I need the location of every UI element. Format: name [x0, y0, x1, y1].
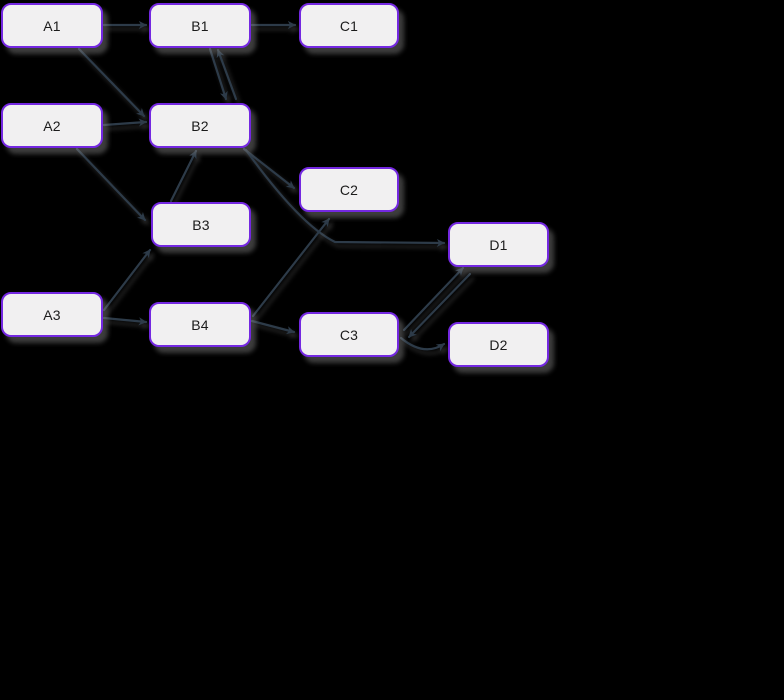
edge-D1-C3	[407, 272, 472, 339]
edge-A2-B3	[75, 147, 147, 222]
node-A2[interactable]: A2	[1, 103, 103, 148]
node-B1[interactable]: B1	[149, 3, 251, 48]
node-label: C1	[339, 17, 359, 34]
node-C2[interactable]: C2	[299, 167, 399, 212]
node-label: B3	[192, 216, 210, 233]
edge-B4-C2	[251, 217, 331, 318]
node-D2[interactable]: D2	[448, 322, 549, 367]
node-C3[interactable]: C3	[299, 312, 399, 357]
node-label: A3	[43, 306, 61, 323]
node-label: A1	[43, 17, 61, 34]
node-B2[interactable]: B2	[149, 103, 251, 148]
node-B4[interactable]: B4	[149, 302, 251, 347]
node-B3[interactable]: B3	[151, 202, 251, 247]
edge-B1-B2	[208, 47, 228, 101]
edge-A1-B2	[77, 47, 146, 118]
edge-B3-B2	[169, 149, 198, 203]
edge-C3-D1	[402, 266, 465, 332]
edge-A2-B2	[102, 118, 148, 127]
edge-C3-D2	[399, 336, 446, 352]
edge-B4-C3	[250, 319, 296, 335]
node-A3[interactable]: A3	[1, 292, 103, 337]
node-label: C2	[339, 181, 359, 198]
node-label: A2	[43, 117, 61, 134]
node-label: B4	[191, 316, 209, 333]
node-label: C3	[339, 326, 359, 343]
node-D1[interactable]: D1	[448, 222, 549, 267]
edge-A3-B3	[102, 248, 152, 312]
node-label: B2	[191, 117, 209, 134]
edge-B2-D1	[244, 148, 446, 247]
edge-B2-C2	[242, 147, 296, 190]
node-label: D1	[489, 236, 508, 253]
edge-B2-B1	[216, 48, 238, 101]
node-label: D2	[489, 336, 508, 353]
node-label: B1	[191, 17, 209, 34]
node-C1[interactable]: C1	[299, 3, 399, 48]
node-A1[interactable]: A1	[1, 3, 103, 48]
edge-A3-B4	[102, 316, 148, 326]
